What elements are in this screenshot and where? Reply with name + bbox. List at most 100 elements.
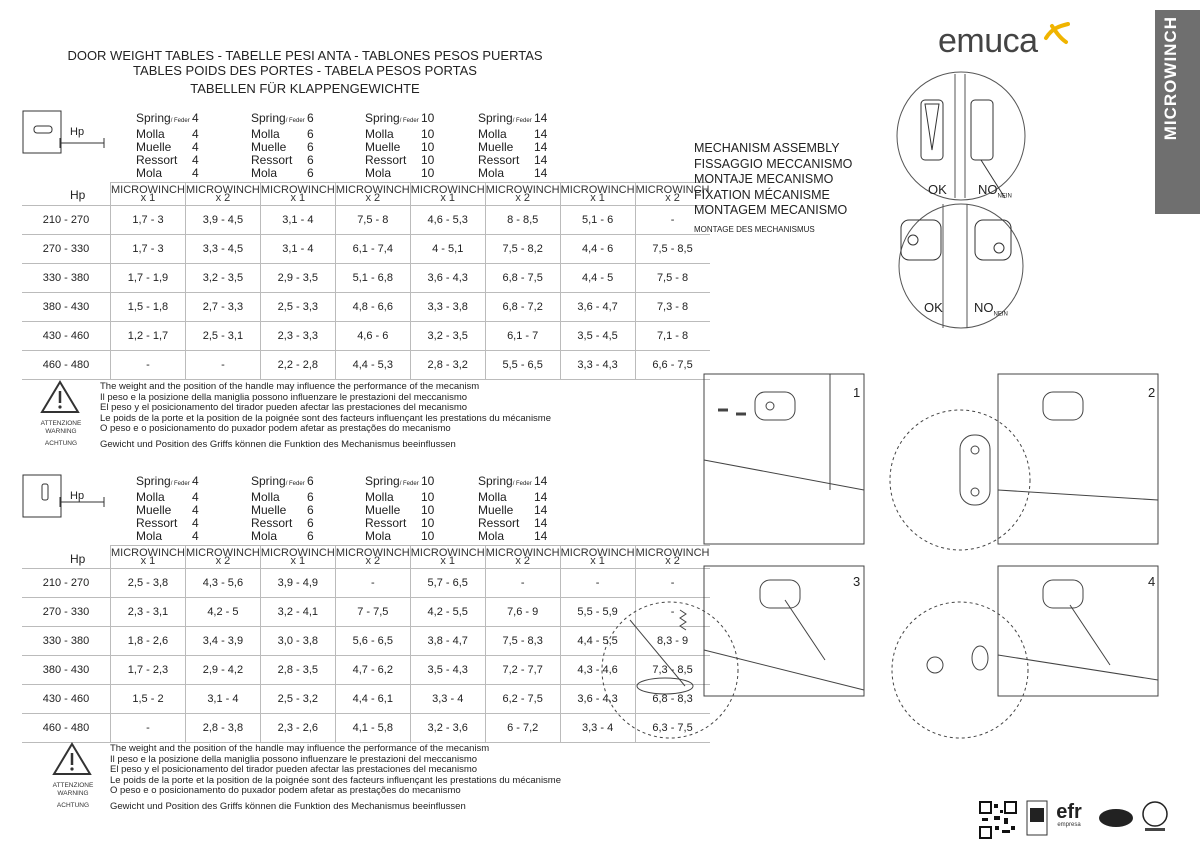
weight-cell: 6,6 - 7,5 [634, 350, 710, 380]
spring-label: Mola [478, 166, 505, 180]
weight-cell: 7 - 7,5 [334, 597, 411, 627]
weight-cell: - [559, 568, 636, 598]
warning-line: El peso y el posicionamento del tirador … [110, 764, 478, 775]
hp-range-cell: 380 - 430 [22, 292, 111, 322]
spring-value: 14 [534, 490, 548, 504]
spring-label: Molla [365, 490, 394, 504]
mechanism-line: MECHANISM ASSEMBLY [694, 141, 840, 155]
weight-cell: 4,3 - 5,6 [184, 568, 261, 598]
weight-cell: 3,1 - 4 [184, 684, 261, 714]
weight-cell: 3,3 - 3,8 [409, 292, 486, 322]
spring-value: 4 [192, 516, 199, 530]
weight-cell: 2,7 - 3,3 [184, 292, 261, 322]
weight-cell: 6,8 - 8,3 [634, 684, 710, 714]
weight-cell: 4,4 - 5 [559, 263, 636, 293]
weight-cell: 7,2 - 7,7 [484, 655, 561, 685]
weight-cell: - [110, 350, 186, 380]
spring-value: 10 [421, 111, 435, 125]
weight-cell: 4,2 - 5,5 [409, 597, 486, 627]
ok-label-2: OK [924, 300, 943, 315]
ok-text: OK [928, 182, 947, 197]
spring-label: Molla [365, 127, 394, 141]
warning-label-warning: WARNING [45, 428, 77, 435]
mechanism-line: FISSAGGIO MECCANISMO [694, 156, 853, 171]
weight-cell: 8 - 8,5 [484, 205, 561, 235]
spring-value: 10 [421, 140, 435, 154]
weight-cell: 3,3 - 4 [559, 713, 636, 743]
spring-value: 14 [534, 140, 548, 154]
weight-cell: 1,8 - 2,6 [110, 626, 186, 656]
weight-cell: 5,1 - 6 [559, 205, 636, 235]
weight-cell: 5,5 - 5,9 [559, 597, 636, 627]
spring-value: 14 [534, 529, 548, 543]
warning-label-attenzione: ATTENZIONE [40, 420, 82, 427]
title-line2: TABLES POIDS DES PORTES - TABELA PESOS P… [133, 63, 477, 78]
no-text: NO [978, 182, 998, 197]
warning-line-de: Gewicht und Position des Griffs können d… [100, 438, 456, 450]
weight-cell: 2,9 - 3,5 [259, 263, 336, 293]
hp-diagram-label-2: Hp [70, 490, 85, 502]
certification-badge-icon [1099, 809, 1133, 827]
weight-cell: 1,7 - 3 [110, 205, 186, 235]
weight-cell: 6,1 - 7,4 [334, 234, 411, 264]
weight-cell: 6,8 - 7,2 [484, 292, 561, 322]
weight-cell: 7,6 - 9 [484, 597, 561, 627]
warning-line: El peso y el posicionamento del tirador … [100, 402, 468, 413]
weight-cell: - [184, 350, 261, 380]
spring-value: 6 [307, 111, 314, 125]
weight-cell: 7,5 - 8,2 [484, 234, 561, 264]
spring-label: Spring/ Feder [136, 111, 190, 125]
hp-range-cell: 430 - 460 [22, 321, 111, 351]
weight-cell: 6 - 7,2 [484, 713, 561, 743]
weight-cell: 7,5 - 8 [634, 263, 710, 293]
spring-value: 10 [421, 153, 435, 167]
weight-cell: 2,5 - 3,8 [110, 568, 186, 598]
weight-cell: 4 - 5,1 [409, 234, 486, 264]
hp-diagram-label: Hp [70, 126, 85, 138]
spring-label: Ressort [478, 153, 520, 167]
weight-cell: 4,3 - 4,6 [559, 655, 636, 685]
weight-cell: 4,6 - 6 [334, 321, 411, 351]
step-number-3: 3 [853, 574, 861, 589]
weight-cell: 3,4 - 3,9 [184, 626, 261, 656]
spring-value: 6 [307, 503, 314, 517]
weight-cell: 6,8 - 7,5 [484, 263, 561, 293]
weight-cell: - [634, 205, 710, 235]
efr-badge: efr empresa [1054, 802, 1084, 828]
weight-cell: 3,6 - 4,3 [409, 263, 486, 293]
certification-er-icon [1026, 800, 1048, 836]
weight-cell: 2,8 - 3,8 [184, 713, 261, 743]
weight-cell: 1,7 - 2,3 [110, 655, 186, 685]
mechanism-line: MONTAJE MECANISMO [694, 172, 834, 186]
hp-range-cell: 330 - 380 [22, 626, 111, 656]
ok-text: OK [924, 300, 943, 315]
weight-cell: 5,6 - 6,5 [334, 626, 411, 656]
mechanism-line: MONTAGEM MECANISMO [694, 203, 848, 217]
weight-cell: 2,8 - 3,2 [409, 350, 486, 380]
mechanism-assembly-text: MECHANISM ASSEMBLY FISSAGGIO MECCANISMO … [694, 141, 852, 237]
mechanism-detail-illustration [896, 71, 1026, 329]
